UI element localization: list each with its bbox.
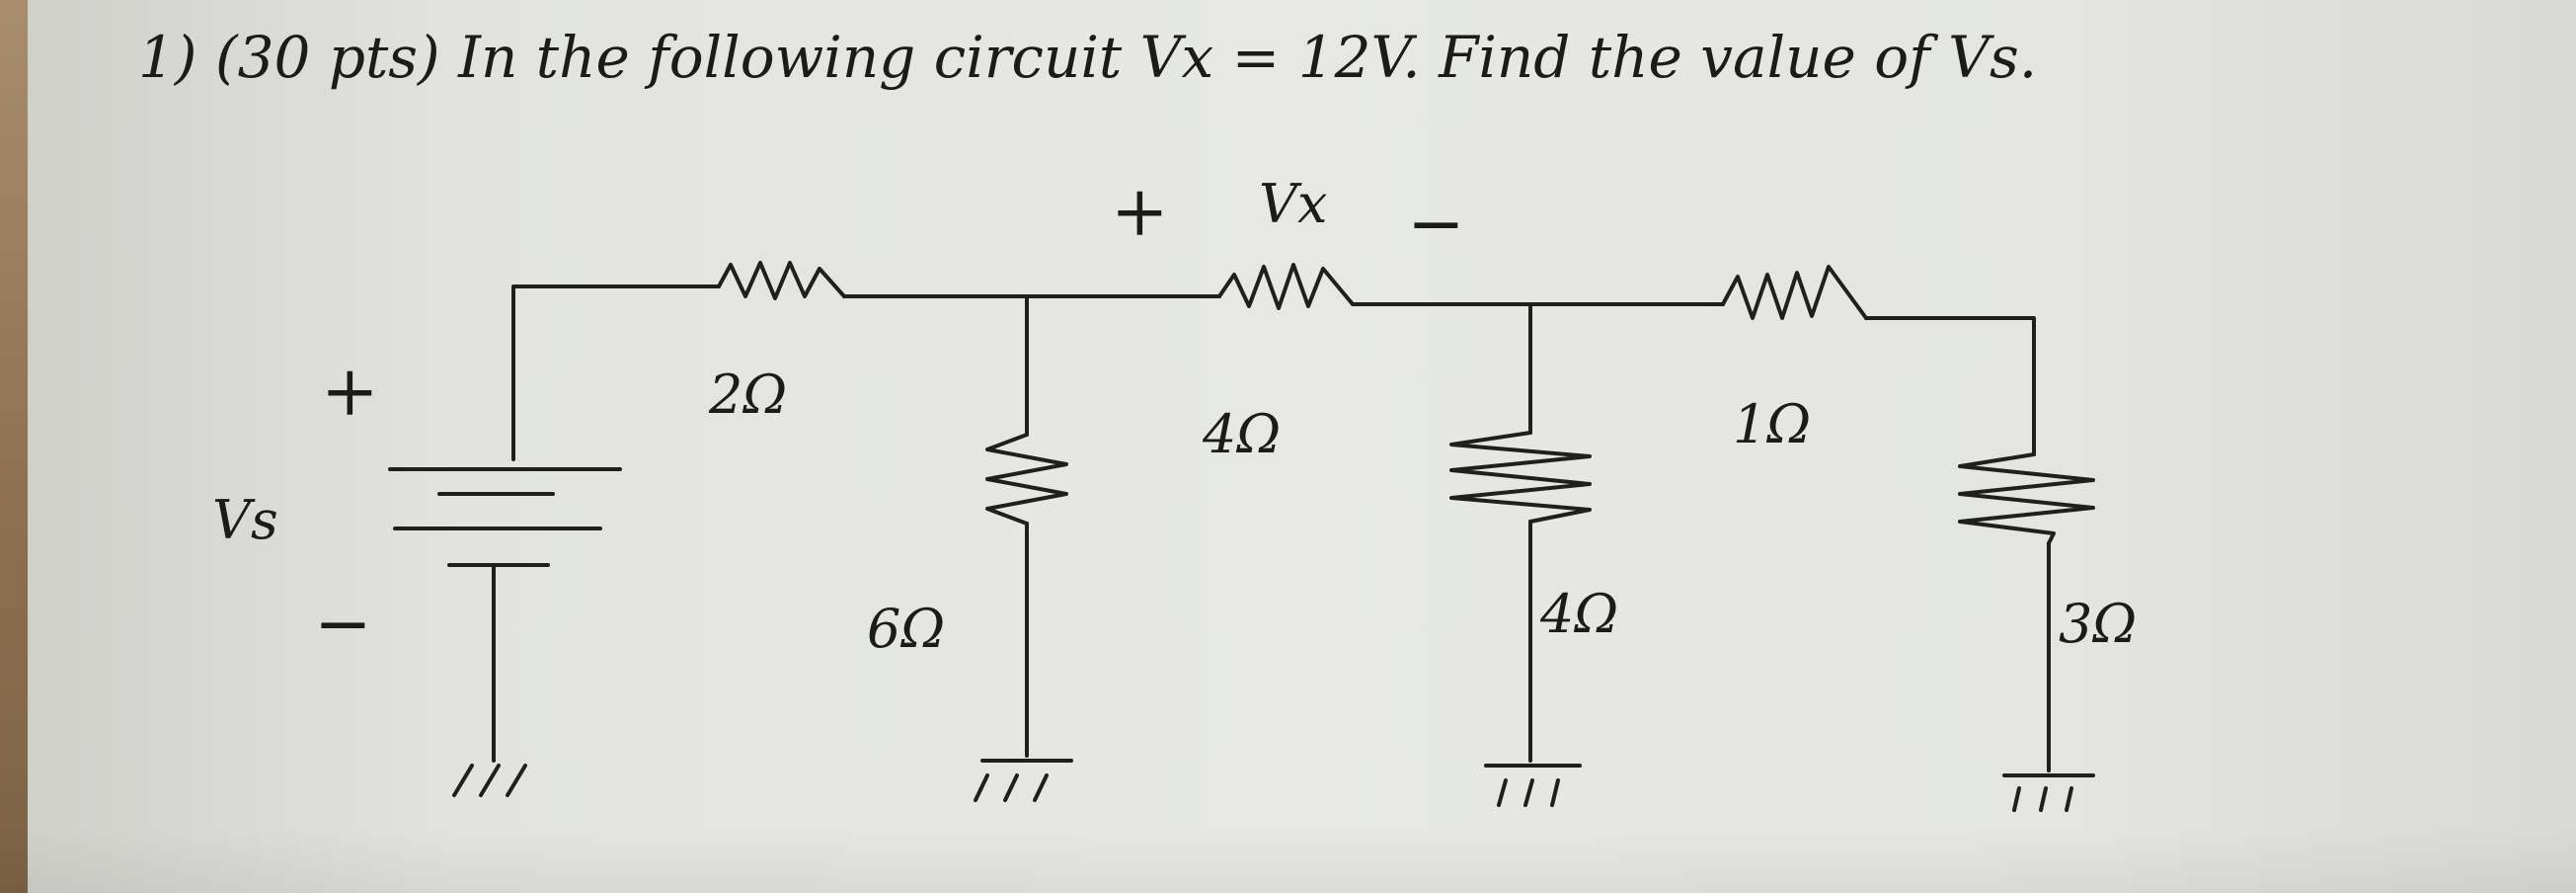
- wire-source-top: [511, 284, 721, 461]
- problem-statement: 1) (30 pts) In the following circuit Vx …: [138, 24, 2037, 91]
- resistor-3ohm-label: 3Ω: [2059, 593, 2137, 655]
- vs-minus-sign: −: [314, 583, 372, 664]
- resistor-3ohm: [1958, 452, 2095, 545]
- desk-edge: [0, 0, 28, 893]
- resistor-2ohm: [717, 261, 846, 300]
- vs-plus-sign: +: [321, 351, 379, 432]
- vx-minus-sign: −: [1407, 183, 1465, 264]
- ground-4ohm: [1484, 764, 1582, 807]
- vx-plus-sign: +: [1111, 171, 1169, 252]
- vx-label: Vx: [1259, 173, 1327, 235]
- paper-shadow: [0, 830, 2576, 893]
- resistor-4ohm-shunt-label: 4Ω: [1539, 583, 1618, 645]
- wire-1ohm-to-3ohm: [1864, 316, 2036, 451]
- ground-6ohm: [974, 759, 1073, 802]
- vs-label: Vs: [212, 489, 278, 551]
- resistor-1ohm: [1721, 265, 1868, 320]
- ground-3ohm: [2002, 773, 2095, 812]
- resistor-4ohm-label: 4Ω: [1202, 403, 1281, 465]
- resistor-4ohm-shunt: [1449, 431, 1592, 524]
- ground-source: [452, 764, 527, 797]
- resistor-1ohm-label: 1Ω: [1733, 393, 1811, 455]
- resistor-6ohm: [985, 433, 1068, 526]
- resistor-4ohm-vx: [1217, 263, 1355, 310]
- resistor-2ohm-label: 2Ω: [708, 364, 787, 426]
- resistor-6ohm-label: 6Ω: [867, 598, 945, 660]
